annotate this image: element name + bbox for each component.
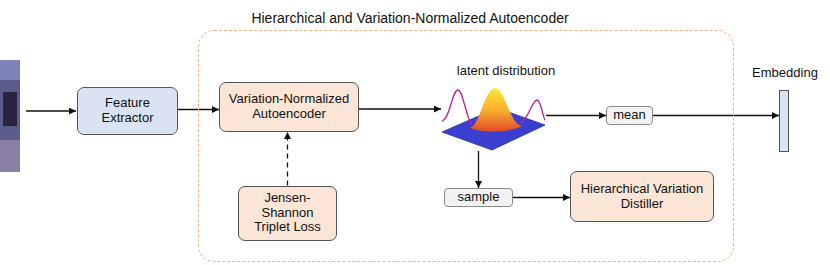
operation-box: sample — [444, 188, 513, 207]
node-label: Hierarchical Variation Distiller — [577, 182, 707, 212]
node-label: Variation-Normalized Autoencoder — [226, 92, 352, 122]
dashed-arrow — [287, 132, 288, 186]
group-boundary: Hierarchical and Variation-Normalized Au… — [198, 30, 734, 262]
node-label: mean — [612, 108, 647, 123]
arrow — [513, 197, 570, 198]
input-arrow — [26, 110, 76, 111]
arrow — [546, 115, 606, 116]
latent-distribution-plot — [442, 88, 545, 150]
loss-box: Jensen-Shannon Triplet Loss — [238, 186, 337, 241]
arrow — [359, 108, 441, 109]
node-label: Jensen-Shannon Triplet Loss — [245, 191, 330, 236]
node-heading: Embedding — [752, 66, 818, 81]
distribution-plot: latent distribution — [441, 86, 546, 151]
operation-box: mean — [606, 106, 653, 125]
arrow — [478, 151, 479, 188]
node-label: Feature Extractor — [84, 96, 171, 126]
node-heading: Hierarchical and Variation-Normalized Au… — [251, 10, 568, 26]
process-box: Feature Extractor — [77, 87, 178, 135]
arrow — [653, 115, 779, 116]
node-heading: latent distribution — [457, 64, 555, 79]
node-label: sample — [450, 190, 507, 205]
embedding-bar: Embedding — [779, 90, 789, 152]
process-box: Variation-Normalized Autoencoder — [219, 82, 359, 132]
process-box: Hierarchical Variation Distiller — [570, 171, 714, 222]
input-photo — [0, 60, 20, 172]
